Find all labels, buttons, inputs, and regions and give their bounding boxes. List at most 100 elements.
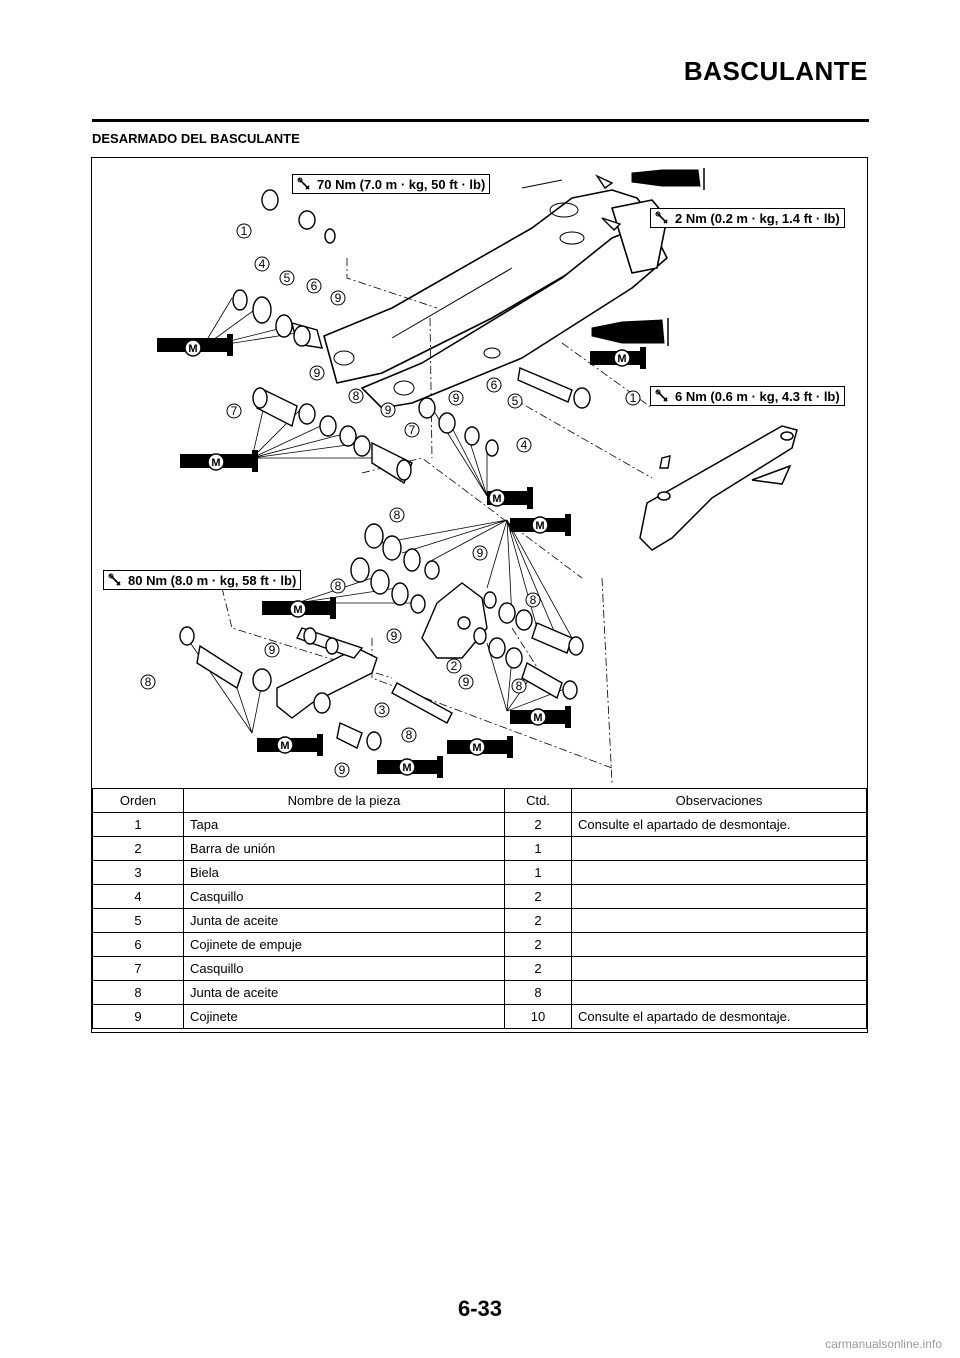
cell-qty: 2 (504, 932, 572, 957)
leader-lines (186, 297, 573, 734)
svg-text:7: 7 (231, 404, 238, 418)
cell-qty: 1 (504, 860, 572, 885)
cell-name: Junta de aceite (183, 980, 505, 1005)
svg-text:9: 9 (335, 291, 342, 305)
svg-text:9: 9 (269, 643, 276, 657)
cell-obs (571, 932, 867, 957)
torque-value: 2 Nm (0.2 m · kg, 1.4 ft · lb) (675, 211, 840, 226)
cell-qty: 2 (504, 884, 572, 909)
torque-spec-2nm: 2 Nm (0.2 m · kg, 1.4 ft · lb) (650, 208, 845, 228)
svg-text:8: 8 (516, 679, 523, 693)
svg-text:9: 9 (339, 763, 346, 777)
page-title: BASCULANTE (683, 56, 868, 86)
callout-8d: 8 (525, 592, 541, 608)
wrench-icon (655, 211, 668, 224)
cell-order: 7 (92, 956, 184, 981)
header-order: Orden (92, 788, 184, 813)
page-number: 6-33 (457, 1296, 503, 1321)
callout-4a: 4 (254, 256, 270, 272)
lube-symbol-10: M (377, 756, 443, 778)
svg-text:9: 9 (314, 366, 321, 380)
cell-order: 5 (92, 908, 184, 933)
cell-qty: 1 (504, 836, 572, 861)
swingarm-arm-lower (361, 227, 668, 409)
cell-obs (571, 908, 867, 933)
svg-text:M: M (492, 493, 501, 505)
cell-name: Tapa (183, 812, 505, 837)
lube-symbol-2: M (180, 450, 258, 472)
header-obs: Observaciones (571, 788, 867, 813)
lube-symbol-3: M (487, 487, 533, 509)
lube-symbols: M M M M M M M M M M (157, 334, 646, 778)
cell-obs (571, 884, 867, 909)
callout-9g: 9 (458, 674, 474, 690)
wrench-icon (297, 177, 310, 190)
cell-order: 8 (92, 980, 184, 1005)
threadlock-tube-lower (591, 319, 665, 344)
table-header-row: Orden Nombre de la pieza Ctd. Observacio… (92, 788, 867, 813)
lube-symbol-6: M (262, 597, 336, 619)
svg-text:2: 2 (451, 659, 458, 673)
threadlock-tubes (591, 168, 705, 346)
callout-2: 2 (446, 658, 462, 674)
lube-symbol-4: M (510, 514, 571, 536)
parts-relay-arm (350, 523, 584, 700)
threadlock-tube-upper (631, 169, 701, 187)
callout-9h: 9 (264, 642, 280, 658)
chain-guide (639, 425, 798, 551)
cell-order: 4 (92, 884, 184, 909)
cell-obs: Consulte el apartado de desmontaje. (571, 1004, 867, 1029)
torque-value: 6 Nm (0.6 m · kg, 4.3 ft · lb) (675, 389, 840, 404)
callout-8g: 8 (401, 727, 417, 743)
callout-6b: 6 (486, 377, 502, 393)
callout-7a: 7 (226, 403, 242, 419)
cell-name: Cojinete de empuje (183, 932, 505, 957)
callout-9b: 9 (309, 365, 325, 381)
svg-text:M: M (533, 712, 542, 724)
wrench-icon (655, 389, 668, 402)
callout-5b: 5 (507, 393, 523, 409)
svg-text:8: 8 (353, 389, 360, 403)
svg-text:M: M (472, 742, 481, 754)
cell-order: 2 (92, 836, 184, 861)
svg-text:M: M (617, 353, 626, 365)
callout-8e: 8 (511, 678, 527, 694)
cell-name: Casquillo (183, 956, 505, 981)
svg-text:5: 5 (512, 394, 519, 408)
svg-text:8: 8 (394, 508, 401, 522)
cell-order: 3 (92, 860, 184, 885)
cell-order: 9 (92, 1004, 184, 1029)
cell-obs (571, 980, 867, 1005)
svg-text:5: 5 (284, 271, 291, 285)
cell-name: Junta de aceite (183, 908, 505, 933)
parts-left-upper (232, 189, 336, 349)
callout-4b: 4 (516, 437, 532, 453)
svg-text:9: 9 (463, 675, 470, 689)
svg-text:8: 8 (335, 579, 342, 593)
callout-8b: 8 (389, 507, 405, 523)
cell-name: Biela (183, 860, 505, 885)
torque-spec-80nm: 80 Nm (8.0 m · kg, 58 ft · lb) (103, 570, 302, 590)
cell-obs (571, 860, 867, 885)
lube-symbol-1: M (157, 334, 233, 357)
callouts: 1 4 5 6 9 9 7 8 9 7 9 6 5 4 1 8 9 8 8 9 … (140, 223, 641, 778)
svg-text:M: M (293, 604, 302, 616)
parts-table: Orden Nombre de la pieza Ctd. Observacio… (92, 788, 867, 1029)
cell-name: Barra de unión (183, 836, 505, 861)
callout-9c: 9 (380, 402, 396, 418)
svg-text:1: 1 (241, 224, 248, 238)
swingarm-details (333, 179, 585, 396)
cell-qty: 8 (504, 980, 572, 1005)
svg-text:M: M (535, 520, 544, 532)
header-qty: Ctd. (504, 788, 572, 813)
cell-obs (571, 956, 867, 981)
callout-3: 3 (374, 702, 390, 718)
svg-text:7: 7 (409, 423, 416, 437)
section-title: DESARMADO DEL BASCULANTE (92, 131, 300, 146)
svg-text:9: 9 (385, 403, 392, 417)
